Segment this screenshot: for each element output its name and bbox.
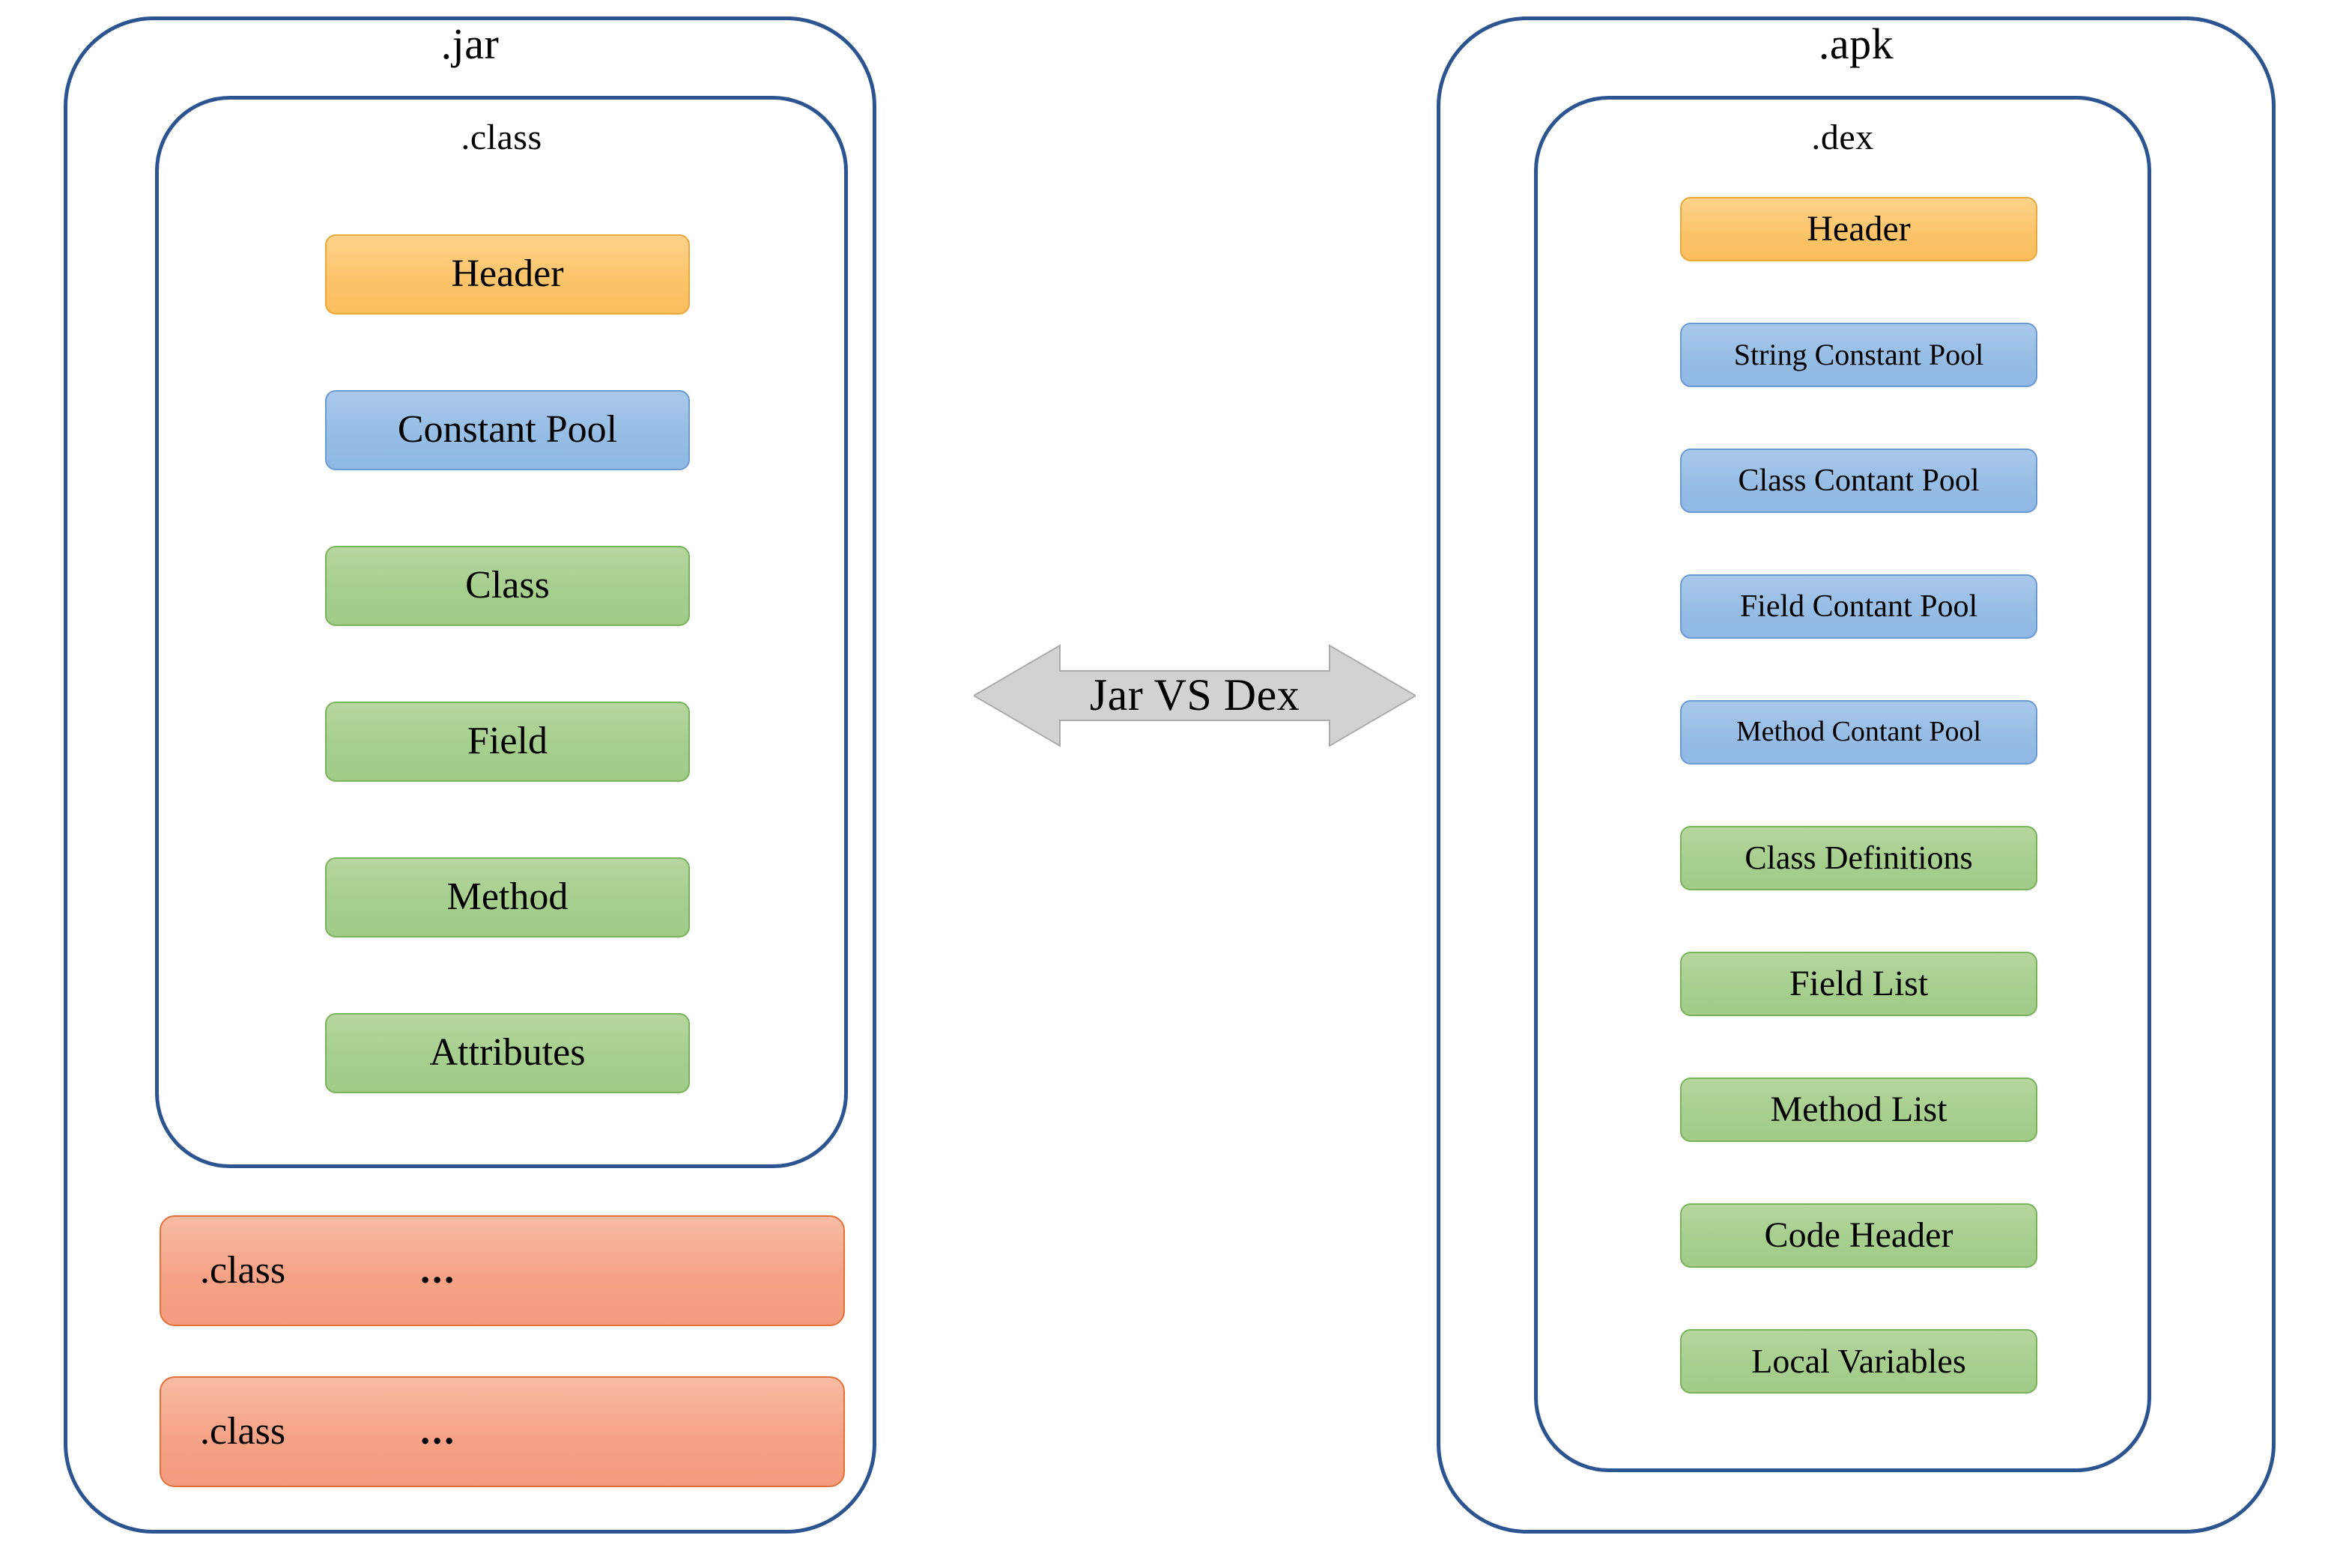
dex-section-local-variables-label: Local Variables [1751,1341,1966,1380]
dex-section-field-list-label: Field List [1789,963,1929,1003]
jar-class-entry-2[interactable]: .class ... [160,1376,845,1487]
dex-section-code-header-label: Code Header [1764,1215,1953,1255]
jar-section-field[interactable]: Field [325,702,690,782]
dex-section-string-constant-pool-label: String Constant Pool [1733,338,1984,371]
dex-section-field-contant-pool[interactable]: Field Contant Pool [1680,574,2037,639]
jar-class-entry-1-ellipsis: ... [420,1248,457,1292]
jar-vs-dex-label: Jar VS Dex [1089,669,1300,720]
dex-section-method-contant-pool-label: Method Contant Pool [1736,716,1982,748]
jar-section-method[interactable]: Method [325,857,690,938]
jar-class-entry-1[interactable]: .class ... [160,1215,845,1326]
dex-section-string-constant-pool[interactable]: String Constant Pool [1680,323,2037,387]
jar-vs-dex-arrow: Jar VS Dex [974,642,1416,749]
jar-section-attributes-label: Attributes [429,1031,586,1075]
jar-container [64,16,876,1534]
dex-container [1534,96,2151,1472]
double-arrow-icon [974,644,1416,747]
jar-section-class[interactable]: Class [325,546,690,626]
jar-section-constant-pool[interactable]: Constant Pool [325,390,690,470]
jar-section-method-label: Method [446,875,569,919]
jar-class-entry-2-ellipsis: ... [420,1409,457,1453]
jar-class-entry-2-label: .class [200,1409,286,1453]
class-label: .class [461,118,542,157]
dex-section-local-variables[interactable]: Local Variables [1680,1329,2037,1394]
dex-section-method-list-label: Method List [1770,1089,1947,1129]
jar-section-field-label: Field [467,720,548,763]
jar-section-header[interactable]: Header [325,234,690,314]
dex-section-code-header[interactable]: Code Header [1680,1203,2037,1268]
dex-section-method-list[interactable]: Method List [1680,1078,2037,1142]
dex-section-class-definitions-label: Class Definitions [1745,839,1973,876]
apk-container [1437,16,2276,1534]
dex-label: .dex [1811,118,1874,157]
jar-class-entry-1-label: .class [200,1248,286,1292]
class-container [155,96,848,1168]
apk-label: .apk [1818,19,1894,68]
dex-section-class-definitions[interactable]: Class Definitions [1680,826,2037,890]
dex-section-method-contant-pool[interactable]: Method Contant Pool [1680,700,2037,765]
jar-section-header-label: Header [451,252,564,296]
dex-section-header[interactable]: Header [1680,197,2037,261]
jar-label: .jar [440,19,500,68]
jar-section-attributes[interactable]: Attributes [325,1013,690,1093]
dex-section-header-label: Header [1807,208,1911,249]
dex-section-field-list[interactable]: Field List [1680,952,2037,1016]
jar-section-constant-pool-label: Constant Pool [397,408,618,452]
dex-section-class-contant-pool-label: Class Contant Pool [1738,463,1980,498]
dex-section-field-contant-pool-label: Field Contant Pool [1739,589,1978,624]
jar-section-class-label: Class [465,564,550,607]
dex-section-class-contant-pool[interactable]: Class Contant Pool [1680,449,2037,513]
